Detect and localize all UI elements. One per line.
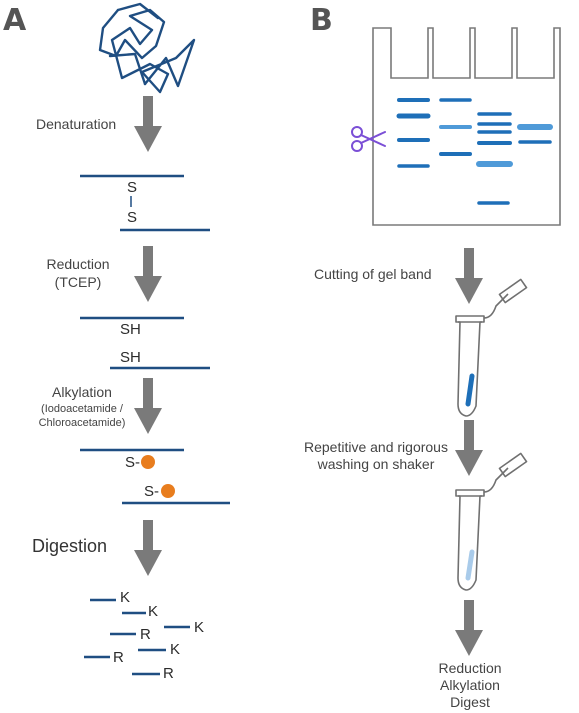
alkylated-sulfur-label: S- [144, 483, 159, 500]
panel-label-a: A [3, 3, 27, 38]
gel-outline [372, 27, 561, 226]
thiol-label: SH [120, 349, 141, 366]
arrow-down-icon [134, 246, 162, 302]
microcentrifuge-tube-icon [455, 278, 528, 417]
arrow-down-icon [455, 420, 483, 476]
final-step-digest: Digest [450, 694, 490, 710]
final-step-reduction: Reduction [438, 660, 502, 676]
step-digestion: Digestion [32, 536, 108, 556]
microcentrifuge-tube-icon [455, 452, 528, 591]
peptide-residue-label: K [120, 589, 131, 606]
scissors-icon [351, 126, 386, 152]
step-alkylation: Alkylation [52, 384, 112, 400]
peptide-residue-label: K [148, 603, 159, 620]
arrow-down-icon [134, 520, 162, 576]
arrow-down-icon [455, 600, 483, 656]
peptide-residue-label: R [140, 626, 151, 643]
alkylated-strands [80, 448, 230, 505]
gel-bands [396, 98, 553, 205]
arrow-down-icon [455, 248, 483, 304]
step-alkylation-agent: Chloroacetamide) [38, 417, 126, 429]
final-step-alkylation: Alkylation [440, 677, 500, 693]
peptide-fragments [84, 598, 190, 676]
step-denaturation: Denaturation [36, 116, 117, 132]
peptide-residue-label: R [113, 649, 124, 666]
sulfur-label: S [127, 179, 138, 196]
step-washing: washing on shaker [317, 456, 435, 472]
gel-piece [465, 373, 475, 407]
step-washing: Repetitive and rigorous [304, 439, 448, 455]
folded-protein-icon [98, 2, 196, 94]
step-reduction: Reduction [46, 256, 110, 272]
alkyl-group-dot [161, 484, 175, 498]
peptide-residue-label: R [163, 665, 174, 682]
panel-label-b: B [310, 3, 333, 38]
arrow-down-icon [134, 378, 162, 434]
thiol-label: SH [120, 321, 141, 338]
reduced-strands [80, 316, 210, 370]
disulfide-strands [80, 174, 210, 232]
peptide-residue-label: K [194, 619, 205, 636]
arrow-down-icon [134, 96, 162, 152]
gel-piece-washed [465, 549, 475, 581]
step-alkylation-agent: (Iodoacetamide / [41, 403, 123, 415]
step-cutting: Cutting of gel band [314, 266, 432, 282]
alkylated-sulfur-label: S- [125, 454, 140, 471]
alkyl-group-dot [141, 455, 155, 469]
step-reduction-agent: (TCEP) [54, 274, 102, 290]
sulfur-label: S [127, 209, 138, 226]
peptide-residue-label: K [170, 641, 181, 658]
